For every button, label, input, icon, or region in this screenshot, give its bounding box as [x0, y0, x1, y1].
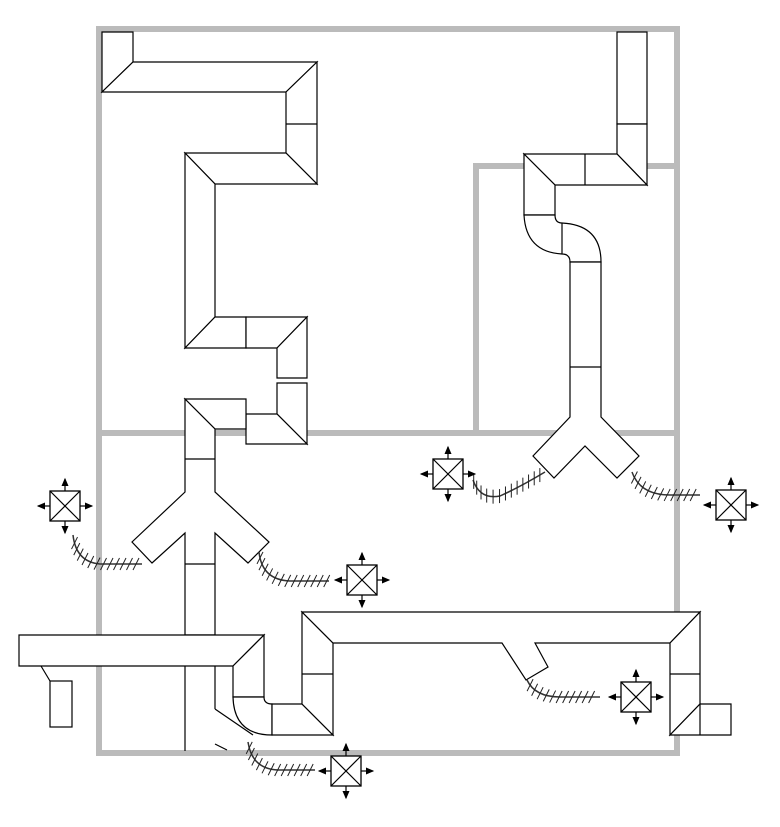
duct-run-bottom	[18, 610, 732, 737]
flex-duct-hatching	[630, 471, 697, 502]
hatch-mark	[247, 747, 255, 761]
diffuser-cross-icon	[330, 755, 362, 787]
hatch-mark	[71, 536, 78, 550]
flex-duct-hatching	[245, 741, 314, 777]
ceiling-diffuser[interactable]	[419, 445, 477, 503]
ceiling-diffuser[interactable]	[702, 476, 760, 534]
hatch-mark	[549, 690, 557, 703]
hatch-mark	[555, 690, 563, 704]
hatch-mark	[267, 762, 275, 776]
hatch-mark	[657, 488, 665, 501]
hatch-mark	[670, 488, 678, 502]
hatch-mark	[280, 763, 288, 777]
hatch-mark	[73, 542, 81, 556]
hatch-mark	[630, 471, 638, 484]
hatch-mark	[132, 557, 140, 571]
hatch-mark	[119, 557, 127, 571]
diffuser-cross-icon	[49, 490, 81, 522]
hatch-mark	[588, 690, 596, 704]
hatch-mark	[683, 488, 691, 502]
flex-duct-hatching	[256, 551, 331, 588]
hatch-mark	[639, 481, 647, 494]
hatch-mark	[297, 574, 305, 588]
hatch-mark	[93, 557, 101, 570]
hatch-mark	[266, 568, 274, 581]
hatch-mark	[644, 484, 652, 497]
flex-ducts	[71, 468, 700, 777]
hatch-mark	[650, 486, 658, 500]
duct-run-lower-left	[131, 382, 309, 751]
hatch-mark	[581, 690, 589, 704]
diffuser-cross-icon	[432, 458, 464, 490]
flex-duct-hatching	[473, 468, 541, 504]
ceiling-diffuser[interactable]	[36, 477, 94, 535]
flex-duct	[526, 679, 600, 698]
hatch-mark	[277, 573, 285, 587]
hatch-mark	[271, 571, 279, 585]
hatch-mark	[81, 552, 89, 566]
hatch-mark	[634, 476, 642, 490]
diffuser-cross-icon	[620, 681, 652, 713]
hatch-mark	[245, 741, 253, 755]
ceiling-diffuser[interactable]	[317, 742, 375, 800]
hatch-mark	[256, 551, 264, 565]
flex-duct	[631, 471, 700, 496]
hatch-mark	[310, 574, 318, 588]
hatch-mark	[255, 757, 263, 771]
hatch-mark	[306, 763, 314, 777]
hatch-mark	[536, 686, 544, 700]
diffusers	[36, 445, 760, 800]
hatch-mark	[575, 690, 583, 704]
hatch-mark	[568, 690, 576, 704]
hatch-mark	[284, 574, 292, 588]
diffuser-cross-icon	[715, 489, 747, 521]
diffuser-cross-icon	[346, 564, 378, 596]
hatch-mark	[100, 557, 107, 571]
hatch-mark	[113, 557, 120, 571]
hatch-mark	[287, 763, 295, 777]
hatch-mark	[106, 557, 114, 571]
hatch-mark	[87, 555, 95, 569]
duct-run-upper-left	[100, 31, 319, 379]
flex-duct-hatching	[71, 536, 140, 571]
hatch-mark	[663, 488, 671, 502]
hatch-mark	[290, 574, 298, 588]
hatch-mark	[300, 763, 308, 777]
hatch-mark	[689, 488, 697, 502]
hatch-mark	[76, 548, 84, 561]
hatch-mark	[531, 683, 539, 696]
hatch-mark	[261, 761, 269, 774]
flex-duct	[258, 551, 329, 582]
hatch-mark	[293, 763, 301, 777]
ceiling-diffuser[interactable]	[333, 551, 391, 609]
duct-run-right-room	[522, 31, 649, 479]
hatch-mark	[261, 563, 269, 576]
hatch-mark	[274, 763, 282, 777]
hatch-mark	[676, 488, 684, 502]
hatch-mark	[526, 678, 534, 692]
hatch-mark	[323, 574, 331, 588]
hatch-mark	[126, 557, 133, 571]
hatch-mark	[258, 557, 266, 571]
hatch-mark	[303, 574, 311, 588]
wye-fitting-right	[532, 261, 640, 479]
flex-duct-hatching	[526, 678, 596, 704]
hatch-mark	[316, 574, 324, 588]
outer-wall	[96, 26, 680, 756]
hatch-mark	[542, 689, 550, 702]
hatch-mark	[251, 753, 259, 766]
hatch-mark	[562, 690, 570, 704]
ceiling-diffuser[interactable]	[607, 668, 665, 726]
flex-duct	[72, 534, 142, 565]
